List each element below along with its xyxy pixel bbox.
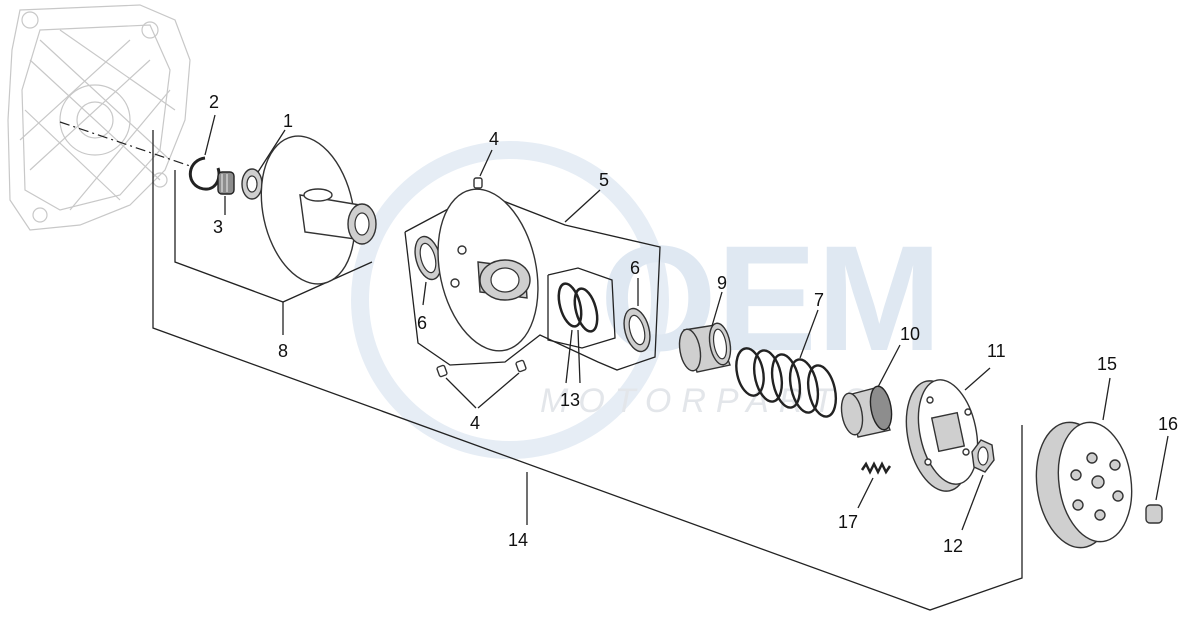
callout-14: 14 — [508, 530, 528, 550]
sleeve-part-9 — [678, 291, 732, 373]
callout-12: 12 — [943, 536, 963, 556]
watermark-subtitle: MOTORPARTS — [540, 382, 876, 420]
nut-part-16 — [1145, 435, 1169, 524]
rollers-part-4-bottom — [436, 359, 527, 409]
callout-9: 9 — [717, 273, 727, 293]
callout-3: 3 — [213, 217, 223, 237]
movable-pulley-half — [437, 188, 539, 352]
circlip-part-2 — [189, 114, 221, 191]
callout-1: 1 — [283, 111, 293, 131]
seal-ring-part-6-left — [414, 235, 442, 306]
engine-casing-sketch — [7, 4, 191, 231]
nut-part-12 — [961, 439, 995, 531]
axis-centerline — [59, 121, 191, 167]
callout-8: 8 — [278, 341, 288, 361]
callout-4-top: 4 — [489, 129, 499, 149]
fixed-pulley-half — [260, 135, 377, 285]
callout-16: 16 — [1158, 414, 1178, 434]
needle-bearing-part-3 — [217, 171, 235, 215]
callout-13: 13 — [560, 390, 580, 410]
callout-7: 7 — [814, 290, 824, 310]
clutch-assembly-part-11 — [905, 367, 991, 492]
callout-17: 17 — [838, 512, 858, 532]
clutch-bell-part-15 — [1035, 377, 1133, 549]
callout-labels: 1 2 3 4 4 5 6 6 7 8 9 10 11 12 13 14 15 … — [209, 92, 1178, 556]
o-rings-part-13 — [557, 282, 599, 384]
callout-6-right: 6 — [630, 258, 640, 278]
callout-10: 10 — [900, 324, 920, 344]
callout-2: 2 — [209, 92, 219, 112]
bracket-14 — [152, 130, 1023, 611]
callout-4-bottom: 4 — [470, 413, 480, 433]
watermark-brand: OEM — [600, 214, 942, 382]
outline-group-13 — [547, 267, 616, 349]
callout-11: 11 — [987, 341, 1006, 361]
cup-part-10 — [840, 344, 901, 438]
spring-part-17 — [857, 461, 892, 509]
callout-6-left: 6 — [417, 313, 427, 333]
leader-5 — [564, 189, 601, 223]
callout-5: 5 — [599, 170, 609, 190]
roller-part-4-top — [473, 149, 493, 189]
seal-ring-part-6-right — [623, 278, 651, 353]
outline-group-5 — [404, 191, 661, 371]
callout-15: 15 — [1097, 354, 1117, 374]
spring-part-7 — [735, 309, 838, 418]
